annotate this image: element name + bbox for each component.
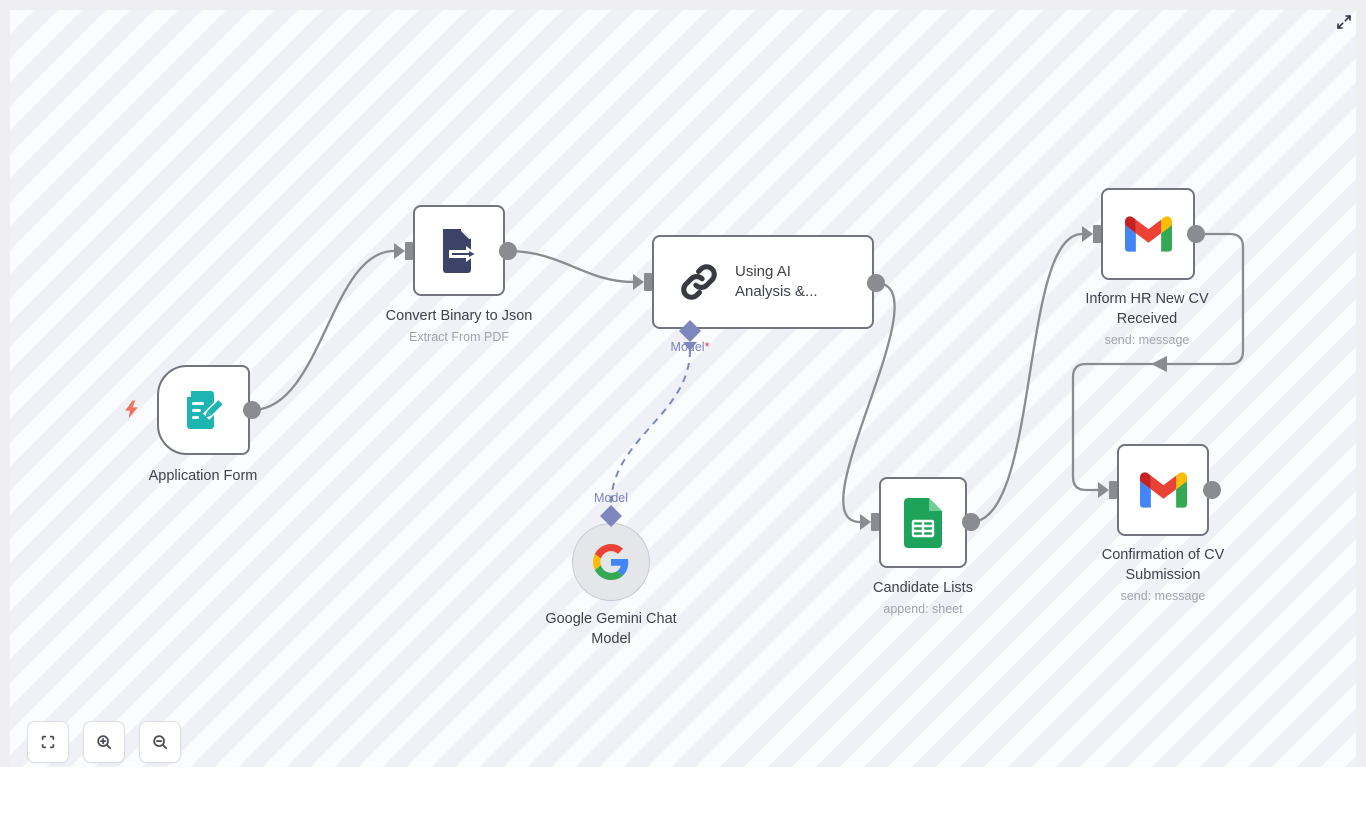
link-icon: [681, 264, 717, 300]
zoom-in-button[interactable]: [83, 721, 125, 763]
node-label-inform-hr: Inform HR New CV Received: [1085, 291, 1209, 328]
zoom-out-button[interactable]: [139, 721, 181, 763]
gmail-icon: [1124, 216, 1172, 252]
node-subtitle-inform-hr: send: message: [1104, 333, 1190, 347]
expand-icon: [1337, 15, 1351, 29]
node-title: Using AI Analysis &...: [735, 262, 818, 300]
gmail-icon: [1139, 472, 1187, 508]
node-label-candidate-lists: Candidate Lists: [873, 580, 973, 596]
node-label-convert-binary: Convert Binary to Json: [385, 308, 533, 324]
node-inform-hr-new-cv-received[interactable]: [1101, 188, 1195, 280]
canvas-controls: [27, 721, 181, 763]
node-label-application-form: Application Form: [148, 468, 258, 484]
form-icon: [186, 391, 226, 429]
node-using-ai-analysis[interactable]: Using AI Analysis &...: [652, 235, 874, 329]
node-google-gemini-chat-model[interactable]: [572, 523, 650, 601]
zoom-out-icon: [153, 735, 168, 750]
node-label-gemini: Google Gemini Chat Model: [545, 611, 677, 648]
file-export-icon: [443, 228, 477, 273]
node-label-confirmation: Confirmation of CV Submission: [1101, 547, 1225, 584]
node-subtitle-candidate-lists: append: sheet: [883, 602, 963, 616]
expand-canvas-button[interactable]: [1333, 11, 1355, 33]
google-icon: [593, 544, 629, 580]
fit-view-icon: [41, 735, 55, 749]
google-sheets-icon: [904, 497, 942, 548]
required-asterisk: *: [704, 340, 710, 354]
node-subtitle-confirmation: send: message: [1120, 589, 1206, 603]
node-confirmation-of-cv-submission[interactable]: [1117, 444, 1209, 536]
node-application-form[interactable]: [157, 365, 250, 455]
node-candidate-lists[interactable]: [879, 477, 967, 568]
port-label-model: Model: [593, 491, 629, 505]
port-label-model-required: Model*: [670, 340, 710, 354]
lightning-bolt-icon: [125, 400, 138, 419]
node-subtitle-convert-binary: Extract From PDF: [408, 330, 509, 344]
zoom-in-icon: [97, 735, 112, 750]
node-convert-binary-to-json[interactable]: [413, 205, 505, 296]
fit-view-button[interactable]: [27, 721, 69, 763]
